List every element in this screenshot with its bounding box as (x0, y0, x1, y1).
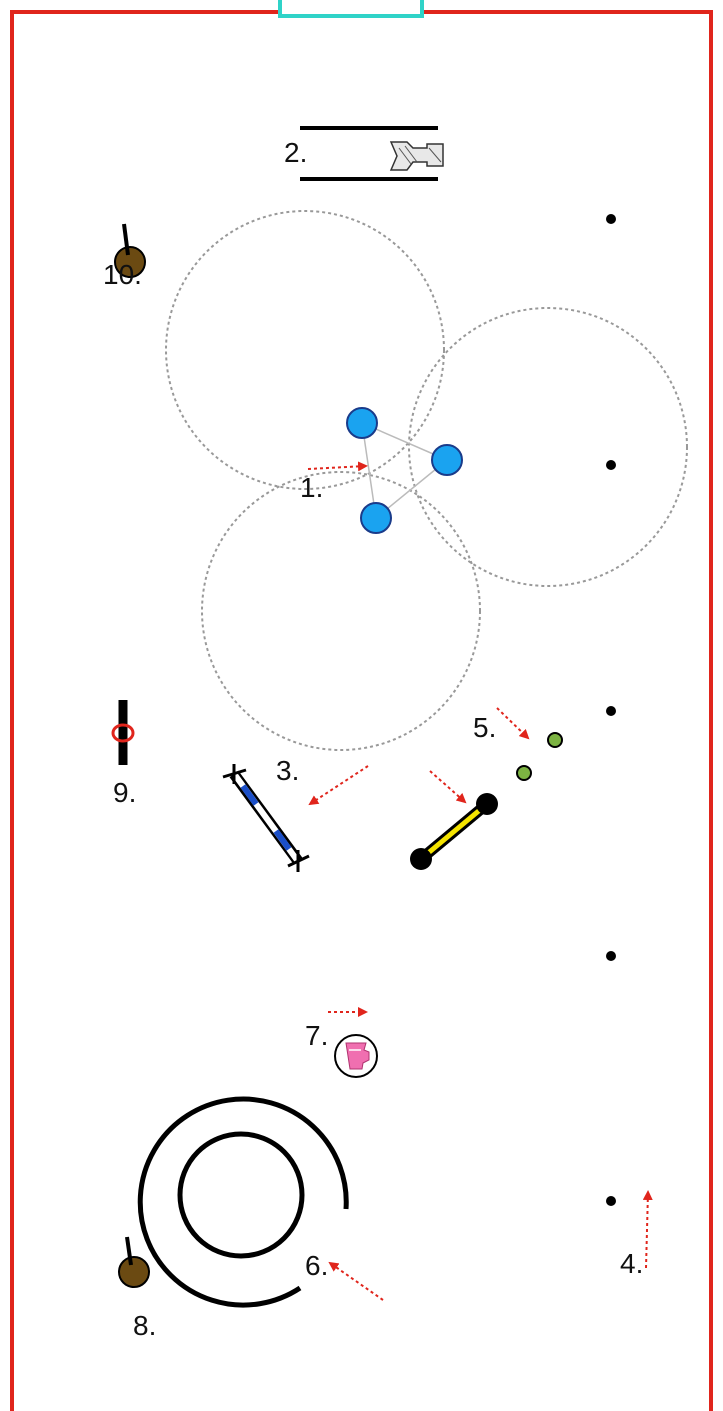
station-10-label: 10. (103, 259, 142, 290)
direction-arrow-yellow-pole (430, 771, 465, 802)
station-1-label: 1. (300, 472, 323, 503)
fence-marker (606, 214, 616, 224)
trophy-icon (391, 142, 443, 170)
station-8-label: 8. (133, 1310, 156, 1341)
entry-gate (280, 0, 422, 16)
direction-arrow-3 (310, 766, 368, 804)
green-marker (517, 766, 531, 780)
blue-marker (432, 445, 462, 475)
station-8-obstacle (119, 1237, 149, 1287)
station-3-label: 3. (276, 755, 299, 786)
direction-arrow-5 (497, 708, 528, 738)
direction-arrow-6 (330, 1263, 383, 1300)
station-2-label: 2. (284, 137, 307, 168)
pitcher-icon (335, 1035, 377, 1077)
fence-marker (606, 951, 616, 961)
direction-arrow-1 (308, 466, 366, 469)
station-7-label: 7. (305, 1020, 328, 1051)
fence-markers (606, 214, 616, 1206)
direction-arrow-4 (646, 1192, 648, 1268)
green-marker (548, 733, 562, 747)
station-5-label: 5. (473, 712, 496, 743)
arena-border (12, 12, 280, 1411)
station-5-obstacle (517, 733, 562, 780)
fence-marker (606, 460, 616, 470)
station-6-label: 6. (305, 1250, 328, 1281)
station-1-obstacle (347, 408, 462, 533)
blue-marker (347, 408, 377, 438)
fence-marker (606, 706, 616, 716)
fence-marker (606, 1196, 616, 1206)
station-4-label: 4. (620, 1248, 643, 1279)
blue-marker (361, 503, 391, 533)
yellow-pole-obstacle (410, 793, 498, 870)
station-9-label: 9. (113, 777, 136, 808)
guide-circle-bottom (202, 472, 480, 750)
guide-circle-top (166, 211, 444, 489)
station-9-obstacle (113, 700, 133, 765)
